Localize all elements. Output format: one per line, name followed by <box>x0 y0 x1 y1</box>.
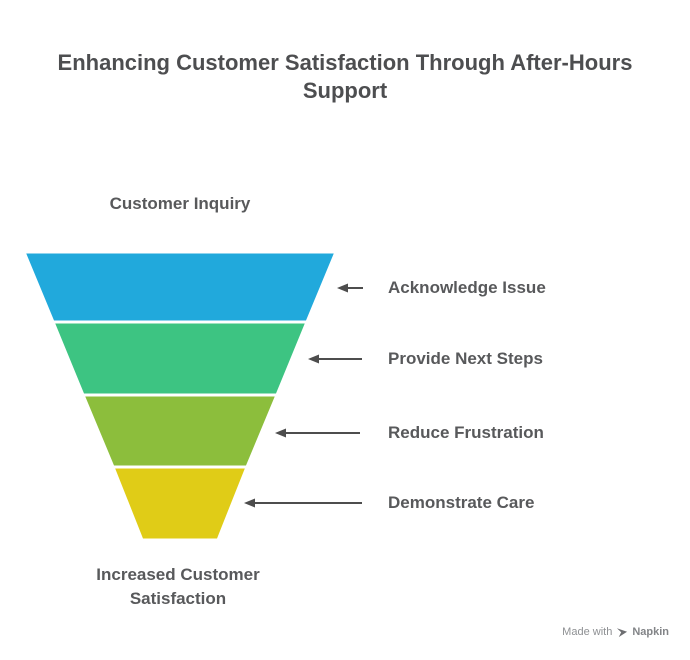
stage-label-provide-next-steps: Provide Next Steps <box>388 349 543 368</box>
arrow-reduce-frustration <box>275 428 360 438</box>
arrowhead-icon <box>337 283 348 293</box>
funnel-top-label: Customer Inquiry <box>109 194 251 213</box>
stage-label-acknowledge-issue: Acknowledge Issue <box>388 278 546 297</box>
funnel-stage-demonstrate-care <box>113 467 247 540</box>
funnel-stage-provide-next-steps <box>53 322 307 395</box>
arrow-provide-next-steps <box>308 354 362 364</box>
stage-label-demonstrate-care: Demonstrate Care <box>388 493 535 512</box>
arrowhead-icon <box>308 354 319 364</box>
arrow-demonstrate-care <box>244 498 362 508</box>
napkin-watermark: Made with Napkin <box>562 625 669 639</box>
arrow-acknowledge-issue <box>337 283 363 293</box>
napkin-logo-icon <box>617 628 628 638</box>
funnel-stage-acknowledge-issue <box>24 252 336 322</box>
diagram-title: Enhancing Customer Satisfaction Through … <box>57 50 633 103</box>
watermark-brand-text: Napkin <box>632 626 669 638</box>
funnel-bottom-label: Increased Customer Satisfaction <box>96 565 260 608</box>
watermark-made-with-text: Made with <box>562 626 613 638</box>
funnel-stage-borders <box>21 250 339 542</box>
arrowhead-icon <box>275 428 286 438</box>
stage-label-reduce-frustration: Reduce Frustration <box>388 423 544 442</box>
arrowhead-icon <box>244 498 255 508</box>
funnel-stage-reduce-frustration <box>83 395 277 467</box>
